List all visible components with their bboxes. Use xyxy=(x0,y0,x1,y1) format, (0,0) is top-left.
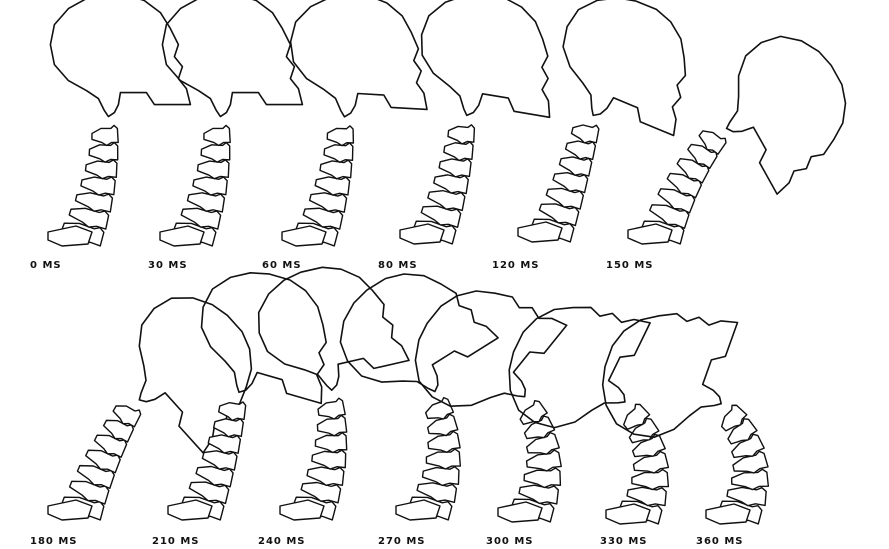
head-outline xyxy=(563,0,685,136)
vertebra xyxy=(327,125,354,146)
vertebra xyxy=(92,125,118,145)
head-outline xyxy=(422,0,550,117)
head-outline xyxy=(291,0,427,117)
time-label: 30 MS xyxy=(148,260,188,271)
vertebra xyxy=(201,141,231,163)
thoracic-base xyxy=(498,502,542,522)
thoracic-base xyxy=(518,222,562,242)
head-outline xyxy=(50,0,190,117)
time-label: 180 MS xyxy=(30,536,78,547)
time-label: 360 MS xyxy=(696,536,744,547)
thoracic-base xyxy=(168,500,212,520)
thoracic-base xyxy=(400,224,444,244)
time-label: 120 MS xyxy=(492,260,540,271)
vertebra xyxy=(89,141,119,163)
vertebra xyxy=(204,125,230,145)
head-outline xyxy=(259,267,409,390)
thoracic-base xyxy=(606,504,650,524)
time-label: 80 MS xyxy=(378,260,418,271)
time-label: 60 MS xyxy=(262,260,302,271)
head-outline xyxy=(162,0,302,117)
head-outline xyxy=(603,314,738,438)
head-outline xyxy=(202,273,327,404)
head-outline xyxy=(727,36,846,194)
frame-1: 30 MS xyxy=(148,0,302,271)
thoracic-base xyxy=(160,226,204,246)
vertebra xyxy=(218,398,247,422)
time-label: 330 MS xyxy=(600,536,648,547)
frame-9: 270 MS xyxy=(340,274,498,547)
vertebra xyxy=(315,432,347,453)
thoracic-base xyxy=(280,500,324,520)
time-label: 270 MS xyxy=(378,536,426,547)
time-label: 0 MS xyxy=(30,260,62,271)
frame-5: 150 MS xyxy=(606,36,846,271)
thoracic-base xyxy=(48,500,92,520)
thoracic-base xyxy=(282,226,326,246)
vertebra xyxy=(426,449,460,469)
thoracic-base xyxy=(628,224,672,244)
frame-8: 240 MS xyxy=(258,267,409,547)
thoracic-base xyxy=(706,504,750,524)
head-outline xyxy=(415,291,566,406)
thoracic-base xyxy=(48,226,92,246)
thoracic-base xyxy=(396,500,440,520)
time-label: 300 MS xyxy=(486,536,534,547)
vertebra xyxy=(447,123,475,146)
time-label: 240 MS xyxy=(258,536,306,547)
vertebra xyxy=(632,470,668,490)
time-label: 150 MS xyxy=(606,260,654,271)
time-label: 210 MS xyxy=(152,536,200,547)
